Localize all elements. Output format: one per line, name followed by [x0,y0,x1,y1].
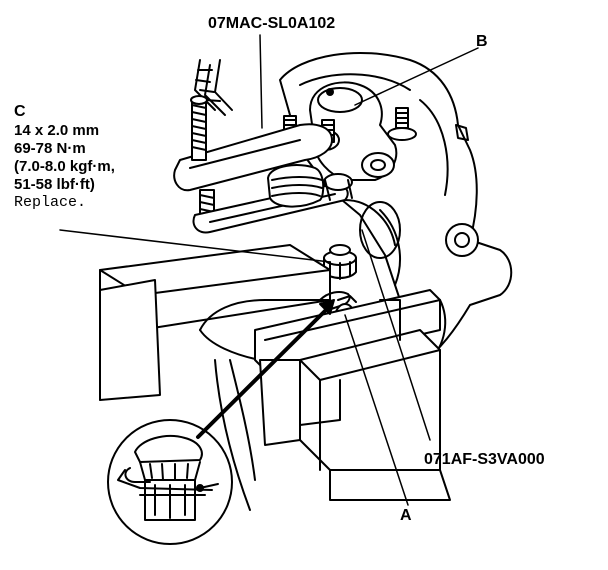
spec-c-torque-nm: 69-78 N·m [14,140,86,157]
ball-joint-remover-tool [173,59,353,234]
leader-c [59,229,331,263]
label-b: B [476,33,488,50]
vise-block [99,279,161,401]
leader-b [354,47,479,106]
spec-c-replace: Replace. [14,194,87,211]
detail-leader-line [196,304,332,439]
label-a: A [400,507,412,524]
leader-tool-top [259,34,263,129]
spec-c-torque-lbfft: 51-58 lbf·ft) [14,176,95,193]
spec-c-torque-kgfm: (7.0-8.0 kgf·m, [14,158,115,175]
support-tool-base [214,289,451,511]
leader-a [344,314,409,506]
detail-leader-arrow [319,299,335,315]
studs [283,107,417,143]
spec-c-thread: 14 x 2.0 mm [14,122,100,139]
label-tool-bottom: 071AF-S3VA000 [424,451,545,468]
detail-inset [107,419,233,545]
label-tool-top: 07MAC-SL0A102 [208,15,336,32]
leader-tool-bottom [361,229,431,441]
label-c: C [14,103,26,120]
